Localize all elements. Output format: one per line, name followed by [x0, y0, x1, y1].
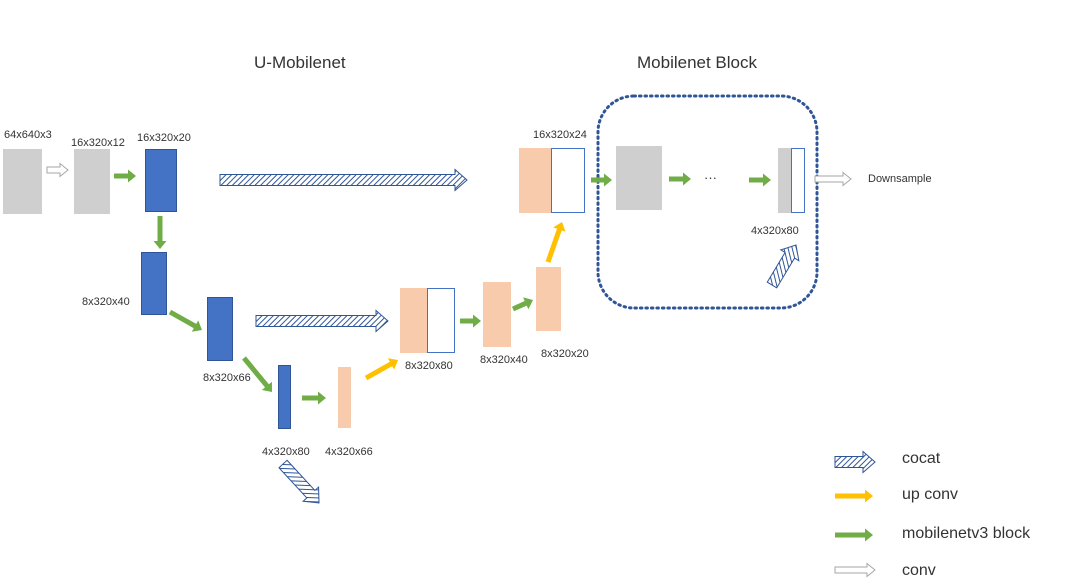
label-cat3: 8x320x80 — [405, 360, 453, 372]
label-dec4: 4x320x66 — [325, 446, 373, 458]
legend-label-upconv: up conv — [902, 486, 959, 503]
conv-feature-map — [74, 149, 110, 214]
legend-arrow-mobile — [835, 528, 873, 542]
upconv-arrow-1 — [364, 358, 398, 381]
concat-block-1-decoder — [519, 148, 552, 213]
cocat-arrow-2 — [255, 309, 389, 333]
upconv-arrow-2 — [545, 222, 566, 263]
legend-arrow-cocat — [834, 450, 876, 474]
mobile-arrow-3 — [242, 356, 272, 392]
mobile-arrow-2 — [168, 309, 202, 332]
label-downsample: Downsample — [868, 173, 932, 185]
label-block-out: 4x320x80 — [751, 225, 799, 237]
u-mobilenet-title: U-Mobilenet — [254, 53, 346, 72]
block-out-skip — [791, 148, 805, 213]
label-dec2: 8x320x20 — [541, 348, 589, 360]
encoder-block-4 — [278, 365, 291, 429]
encoder-block-1 — [145, 149, 177, 212]
concat-block-3-skip — [427, 288, 455, 353]
legend-label-mobile: mobilenetv3 block — [902, 525, 1031, 542]
encoder-block-2 — [141, 252, 167, 315]
mobile-arrow-4 — [302, 391, 326, 405]
mobile-arrow-7 — [591, 173, 612, 187]
label-conv-out: 16x320x12 — [71, 137, 125, 149]
label-cat1: 16x320x24 — [533, 129, 587, 141]
decoder-block-4 — [338, 367, 351, 428]
legend-arrow-upconv — [835, 489, 873, 503]
label-enc1: 16x320x20 — [137, 132, 191, 144]
label-enc4: 4x320x80 — [262, 446, 310, 458]
encoder-block-3 — [207, 297, 233, 361]
label-input: 64x640x3 — [4, 129, 52, 141]
legend-arrow-conv — [834, 562, 876, 578]
mobile-arrow-6 — [511, 297, 533, 312]
ellipsis: ··· — [704, 170, 717, 185]
decoder-block-2 — [536, 267, 561, 331]
block-inner-feature-map — [616, 146, 662, 210]
label-enc3: 8x320x66 — [203, 372, 251, 384]
legend-label-cocat: cocat — [902, 450, 941, 467]
decoder-block-3 — [483, 282, 511, 347]
mobilenet-block-outline — [596, 94, 819, 310]
cocat-arrow-1 — [219, 168, 468, 192]
concat-block-3-decoder — [400, 288, 428, 353]
conv-arrow-input — [46, 162, 69, 178]
mobile-arrow-1 — [114, 169, 136, 183]
label-enc2: 8x320x40 — [82, 296, 130, 308]
mobile-arrow-9 — [749, 173, 771, 187]
conv-arrow-downsample — [814, 171, 852, 187]
mobile-arrow-down — [153, 216, 167, 249]
mobile-arrow-8 — [669, 172, 691, 186]
label-dec3: 8x320x40 — [480, 354, 528, 366]
mobilenet-block-title: Mobilenet Block — [637, 53, 758, 72]
block-out-feature-map — [778, 148, 791, 213]
concat-block-1-skip — [551, 148, 585, 213]
mobile-arrow-5 — [460, 314, 481, 328]
cocat-arrow-3 — [278, 459, 320, 504]
legend-label-conv: conv — [902, 562, 936, 579]
input-feature-map — [3, 149, 42, 214]
cocat-arrow-4 — [766, 244, 800, 289]
